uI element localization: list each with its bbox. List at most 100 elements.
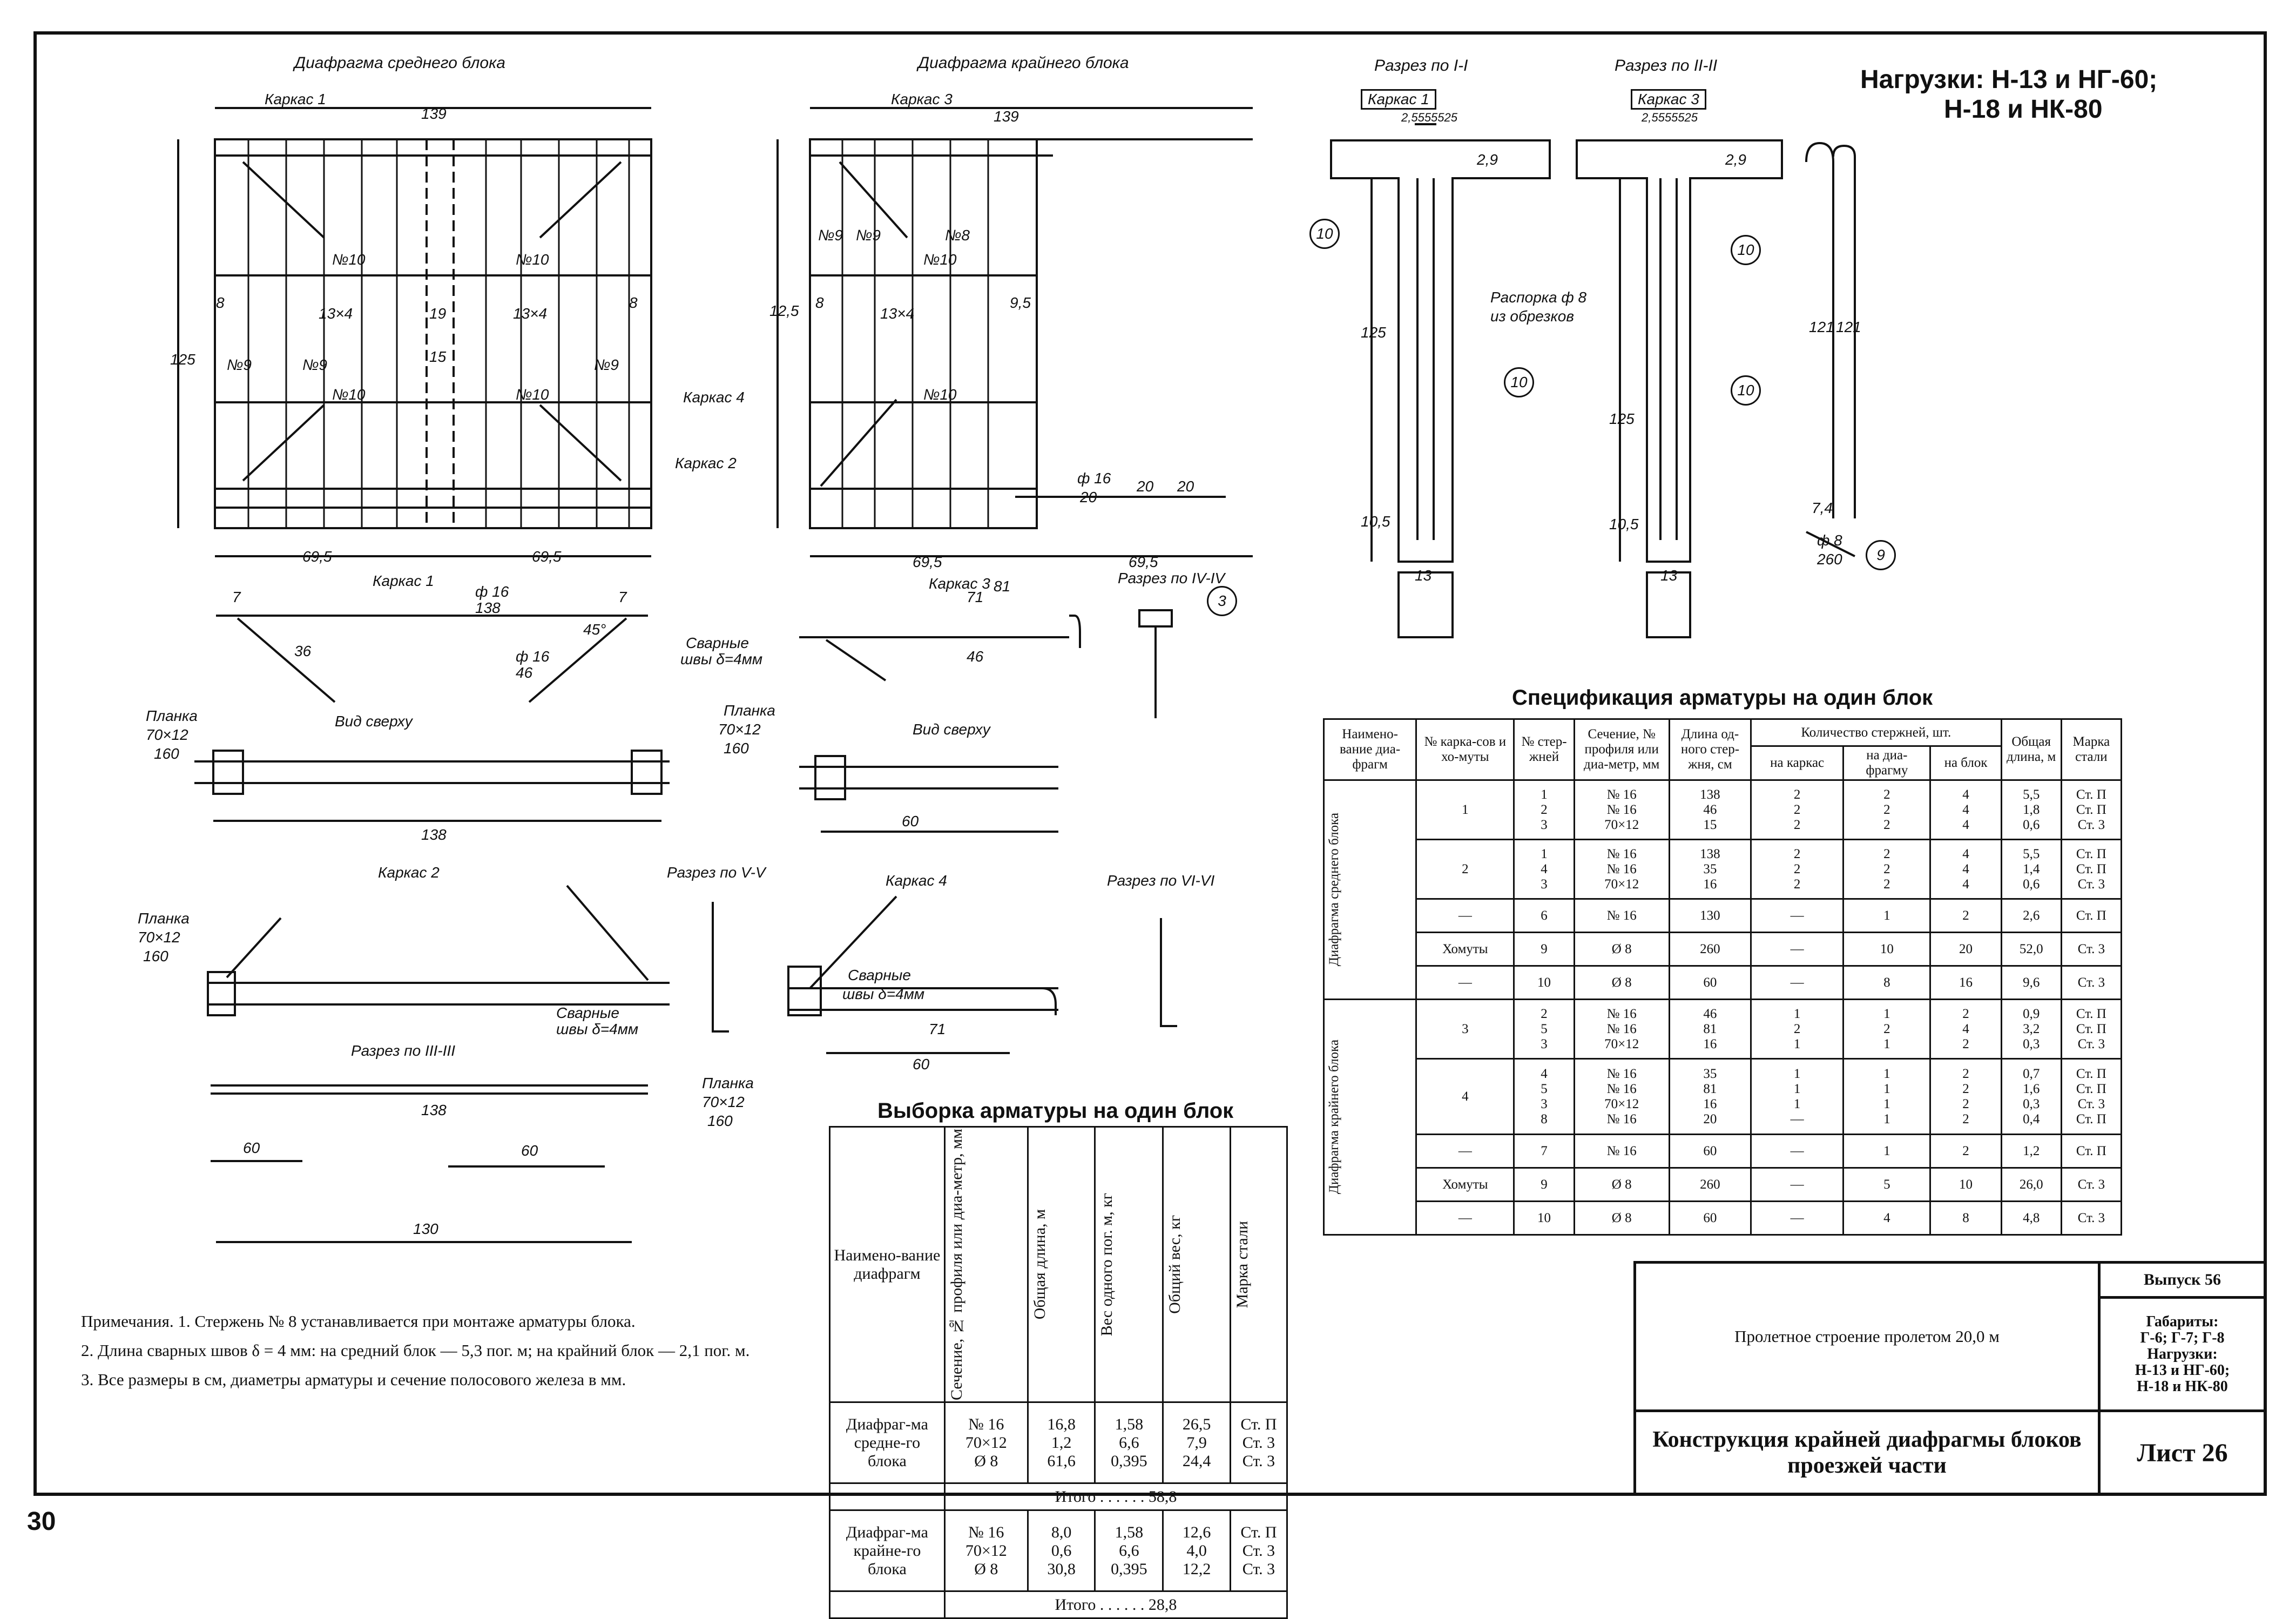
spec-cell-pd: 1 [1842, 898, 1932, 933]
spec-cell-k: — [1415, 898, 1515, 933]
dim-71-k3: 71 [967, 589, 984, 605]
mark-n9-c: №9 [594, 356, 619, 373]
spec-cell-l: 130 [1668, 898, 1752, 933]
spec-cell-s: № 16 № 16 70×12 [1573, 999, 1670, 1060]
spec-cell-pd: 2 2 2 [1842, 839, 1932, 900]
dim-7-4: 7,4 [1812, 500, 1833, 516]
item-callout-10-a: 10 [1309, 219, 1340, 249]
planka-label-3: Планка [138, 910, 190, 927]
dim-69-left: 69,5 [302, 548, 332, 565]
dim-13x4-right: 13×4 [513, 305, 548, 322]
spec-cell-k: 3 [1415, 999, 1515, 1060]
spec-cell-n: 10 [1513, 1200, 1575, 1236]
spec-cell-pk: — [1750, 1167, 1845, 1202]
dim-13x4-edge: 13×4 [880, 305, 915, 322]
sel-header-section: Сечение, № профиля или диа-метр, мм [947, 1129, 965, 1401]
dim-13-sec2: 13 [1660, 567, 1678, 584]
notes-block: Примечания. 1. Стержень № 8 устанавливае… [81, 1307, 772, 1394]
spec-cell-m: Ст. 3 [2060, 932, 2123, 967]
load-heading-line2: Н-18 и НК-80 [1944, 95, 2103, 124]
spec-cell-m: Ст. П Ст. П Ст. 3 [2060, 779, 2123, 840]
dim-260: 260 [1817, 551, 1842, 568]
spec-header-karkas: № карка-сов и хо-муты [1415, 718, 1515, 781]
spec-cell-t: 1,2 [2000, 1134, 2062, 1169]
spec-cell-l: 60 [1668, 965, 1752, 1000]
sel-header-total-weight: Общий вес, кг [1166, 1215, 1184, 1314]
weld-label-c1: Сварные [848, 967, 911, 983]
spec-cell-k: Хомуты [1415, 932, 1515, 967]
middle-block-title: Диафрагма среднего блока [294, 54, 505, 72]
section-2-outline [1576, 139, 1783, 563]
dim-2-9-2: 2,9 [1725, 151, 1746, 168]
mark-n8: №8 [945, 227, 970, 244]
sel-row-middle: Диафраг-ма средне-го блока № 16 70×12 Ø … [829, 1401, 1288, 1485]
title-block-gabarity: Габариты: Г-6; Г-7; Г-8 Нагрузки: Н-13 и… [2098, 1296, 2267, 1412]
spec-cell-t: 52,0 [2000, 932, 2062, 967]
sel-edge-itogo: Итого . . . . . . 28,8 [943, 1590, 1288, 1619]
spec-cell-m: Ст. 3 [2060, 965, 2123, 1000]
top-view-label-1: Вид сверху [335, 713, 413, 730]
spec-cell-s: Ø 8 [1573, 1167, 1670, 1202]
dim-121-a: 121 [1809, 319, 1834, 335]
weld-label-b2: швы δ=4мм [556, 1021, 639, 1037]
dim-69-right: 69,5 [532, 548, 562, 565]
karkas-2-label: Каркас 2 [675, 455, 737, 471]
karkas-1-detail-label: Каркас 1 [373, 572, 434, 589]
spec-group-text: Диафрагма крайнего блока [1327, 1040, 1341, 1195]
spec-cell-pk: — [1750, 965, 1845, 1000]
spec-cell-l: 60 [1668, 1200, 1752, 1236]
spec-group-text: Диафрагма среднего блока [1327, 813, 1341, 967]
planka-label-4: Планка [702, 1075, 754, 1091]
item-callout-10-d: 10 [1731, 375, 1761, 406]
spec-cell-s: № 16 № 16 70×12 [1573, 779, 1670, 840]
spec-cell-pk: 2 2 2 [1750, 779, 1845, 840]
spec-cell-pk: — [1750, 932, 1845, 967]
spec-cell-l: 138 35 16 [1668, 839, 1752, 900]
spec-cell-t: 5,5 1,4 0,6 [2000, 839, 2062, 900]
karkas-2-detail-label: Каркас 2 [378, 864, 440, 881]
spec-cell-l: 35 81 16 20 [1668, 1058, 1752, 1135]
dim-45-k1: 45° [583, 621, 606, 638]
spec-header-rod: № стер-жней [1513, 718, 1575, 781]
spec-header-per-diaph: на диа-фрагму [1842, 745, 1932, 781]
dim-60-bar10a: 60 [243, 1139, 260, 1156]
spec-table-title: Спецификация арматуры на один блок [1512, 686, 1933, 710]
sel-header-name: Наимено-вание диафрагм [829, 1125, 946, 1404]
dim-2-9-1: 2,9 [1477, 151, 1498, 168]
spec-cell-s: № 16 [1573, 898, 1670, 933]
dim-19: 19 [429, 305, 447, 322]
sel-edge-total-weight: 12,6 4,0 12,2 [1162, 1509, 1231, 1593]
sel-middle-itogo: Итого . . . . . . 58,8 [943, 1482, 1288, 1512]
mark-n9-d: №9 [818, 227, 843, 244]
dim-8-edge: 8 [815, 294, 824, 311]
dim-60-k3: 60 [902, 813, 919, 829]
dim-8-right: 8 [629, 294, 638, 311]
sel-middle-total-weight: 26,5 7,9 24,4 [1162, 1401, 1231, 1485]
section-5-title: Разрез по V-V [667, 864, 766, 881]
dim-20-b: 20 [1137, 478, 1154, 495]
dim-160-4: 160 [707, 1112, 733, 1129]
spec-cell-t: 26,0 [2000, 1167, 2062, 1202]
spec-cell-pb: 20 [1929, 932, 2002, 967]
spec-cell-pb: 16 [1929, 965, 2002, 1000]
phi8-bar9: ф 8 [1817, 532, 1842, 549]
spec-cell-pd: 1 [1842, 1134, 1932, 1169]
spec-cell-t: 4,8 [2000, 1200, 2062, 1236]
spec-cell-t: 2,6 [2000, 898, 2062, 933]
planka-label-1: Планка [146, 707, 198, 724]
spec-cell-pb: 2 4 2 [1929, 999, 2002, 1060]
spec-cell-pk: 2 2 2 [1750, 839, 1845, 900]
sel-middle-steel: Ст. П Ст. 3 Ст. 3 [1229, 1401, 1288, 1485]
dim-7-b: 7 [232, 589, 241, 605]
mark-n9-a: №9 [227, 356, 252, 373]
spec-cell-s: Ø 8 [1573, 1200, 1670, 1236]
title-block-span: Пролетное строение пролетом 20,0 м [1633, 1261, 2101, 1412]
spec-group-label: Диафрагма крайнего блока [1322, 999, 1417, 1236]
spec-cell-n: 6 [1513, 898, 1575, 933]
